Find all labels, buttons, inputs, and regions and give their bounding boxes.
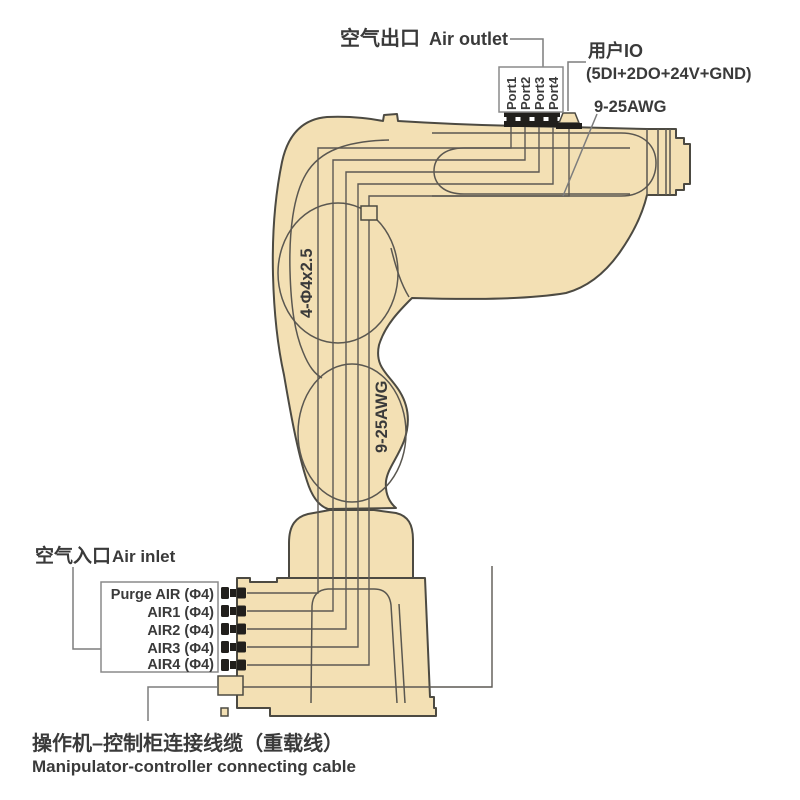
holes-marking-label: 4-Φ4x2.5 <box>298 248 316 318</box>
robot-manipulator <box>220 113 691 717</box>
user-io-leader <box>567 61 586 111</box>
port3-label: Port3 <box>532 77 547 110</box>
air2-fitting <box>221 623 246 635</box>
cable-user-io <box>247 124 570 666</box>
base-foot-tab <box>220 707 229 717</box>
air4-label: AIR4 (Φ4) <box>147 657 214 673</box>
heavy-cable-label-en: Manipulator-controller connecting cable <box>32 757 356 776</box>
base-pillar-seam <box>310 588 398 704</box>
waist-shape <box>288 509 414 579</box>
cable-port1 <box>247 124 512 594</box>
awg-arm-label: 9-25AWG <box>373 381 391 453</box>
air-inlet-bracket <box>72 567 101 650</box>
port3-fitting <box>532 112 546 127</box>
air4-fitting <box>221 659 246 671</box>
heavy-cable-leader <box>147 686 217 721</box>
air3-label: AIR3 (Φ4) <box>147 641 214 657</box>
air3-fitting <box>221 641 246 653</box>
air-outlet-fittings <box>504 112 582 129</box>
internal-cables <box>243 124 570 688</box>
port-labels-box <box>498 66 564 113</box>
air-outlet-leader <box>510 38 544 67</box>
shoulder-joint-circle <box>297 363 407 503</box>
forearm-side-seam <box>390 247 410 298</box>
heavy-cable-connector <box>217 675 244 696</box>
awg-wrist-leader <box>562 113 598 197</box>
air-outlet-label-zh: 空气出口 <box>340 26 420 50</box>
air-outlet-label-en: Air outlet <box>429 29 508 49</box>
user-io-spec: (5DI+2DO+24V+GND) <box>586 65 752 83</box>
cable-port4 <box>247 124 554 648</box>
cable-heavy-load <box>243 566 493 688</box>
heavy-cable-label-zh: 操作机–控制柜连接线缆（重载线） <box>32 731 343 755</box>
cable-port2 <box>247 124 526 612</box>
arm-assembly-outline <box>271 113 691 510</box>
elbow-casing-seam <box>289 139 390 379</box>
annotations: 空气出口 Air outlet Port1 Port2 Port3 Port4 … <box>32 26 752 776</box>
user-io-connector <box>556 112 582 129</box>
upperarm-cable-channel <box>433 147 630 195</box>
port2-label: Port2 <box>518 77 533 110</box>
user-io-title: 用户IO <box>588 40 643 61</box>
port4-label: Port4 <box>546 76 561 110</box>
port4-fitting <box>546 112 560 127</box>
air1-fitting <box>221 605 246 617</box>
port1-label: Port1 <box>504 77 519 110</box>
wrist-cap-seam <box>432 132 657 197</box>
wrist-flange-grooves <box>646 129 671 195</box>
air2-label: AIR2 (Φ4) <box>147 623 214 639</box>
cable-port3 <box>247 124 540 630</box>
purge-air-label: Purge AIR (Φ4) <box>111 587 214 603</box>
air-inlet-label-zh: 空气入口 <box>35 544 111 567</box>
awg-wrist-label: 9-25AWG <box>594 98 666 116</box>
port2-fitting <box>518 112 532 127</box>
air-channels-box <box>100 581 219 673</box>
air-inlet-label-en: Air inlet <box>112 547 176 566</box>
purge-air-fitting <box>221 587 246 599</box>
port1-fitting <box>504 112 518 127</box>
air-inlet-fittings <box>217 587 246 696</box>
air1-label: AIR1 (Φ4) <box>147 605 214 621</box>
io-cable-connector-block <box>360 205 378 221</box>
